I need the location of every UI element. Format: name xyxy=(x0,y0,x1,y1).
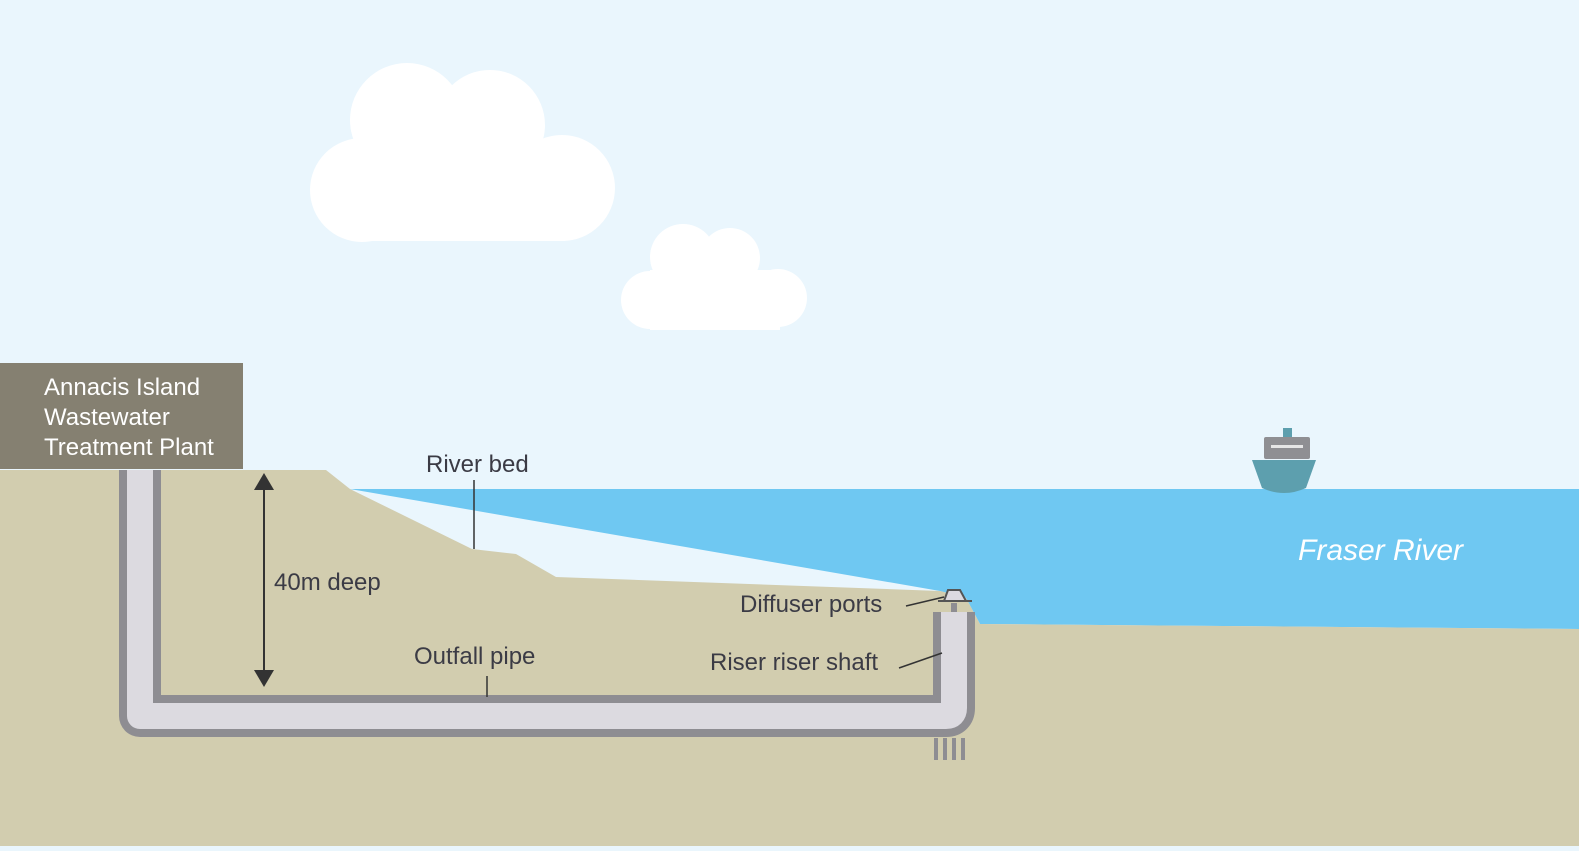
river-water xyxy=(350,489,1579,629)
plant-label-line-3: Treatment Plant xyxy=(44,434,214,461)
cloud-large xyxy=(310,63,615,242)
outfall-pipe xyxy=(127,470,967,729)
diffuser-ports-label: Diffuser ports xyxy=(740,591,882,618)
depth-arrow-up-head xyxy=(254,473,274,490)
ground xyxy=(0,470,1579,846)
diffuser-ports-bottom xyxy=(934,738,965,760)
depth-label: 40m deep xyxy=(274,569,381,596)
ship-icon xyxy=(1252,428,1316,493)
river-name-label: Fraser River xyxy=(1298,534,1464,567)
depth-arrow xyxy=(254,473,274,687)
outfall-pipe-label: Outfall pipe xyxy=(414,643,535,670)
depth-arrow-down-head xyxy=(254,670,274,687)
diffuser-head xyxy=(938,589,972,612)
river-bed-label: River bed xyxy=(426,451,529,478)
cloud-small xyxy=(621,224,807,330)
plant-label-line-1: Annacis Island xyxy=(44,374,200,401)
riser-shaft-leader-line xyxy=(898,652,943,669)
diffuser-ports-leader-line xyxy=(905,596,945,607)
riser-shaft-label: Riser riser shaft xyxy=(710,649,878,676)
plant-label-line-2: Wastewater xyxy=(44,404,170,431)
plant-label: Annacis Island Wastewater Treatment Plan… xyxy=(44,374,214,461)
treatment-plant-box xyxy=(0,363,243,469)
